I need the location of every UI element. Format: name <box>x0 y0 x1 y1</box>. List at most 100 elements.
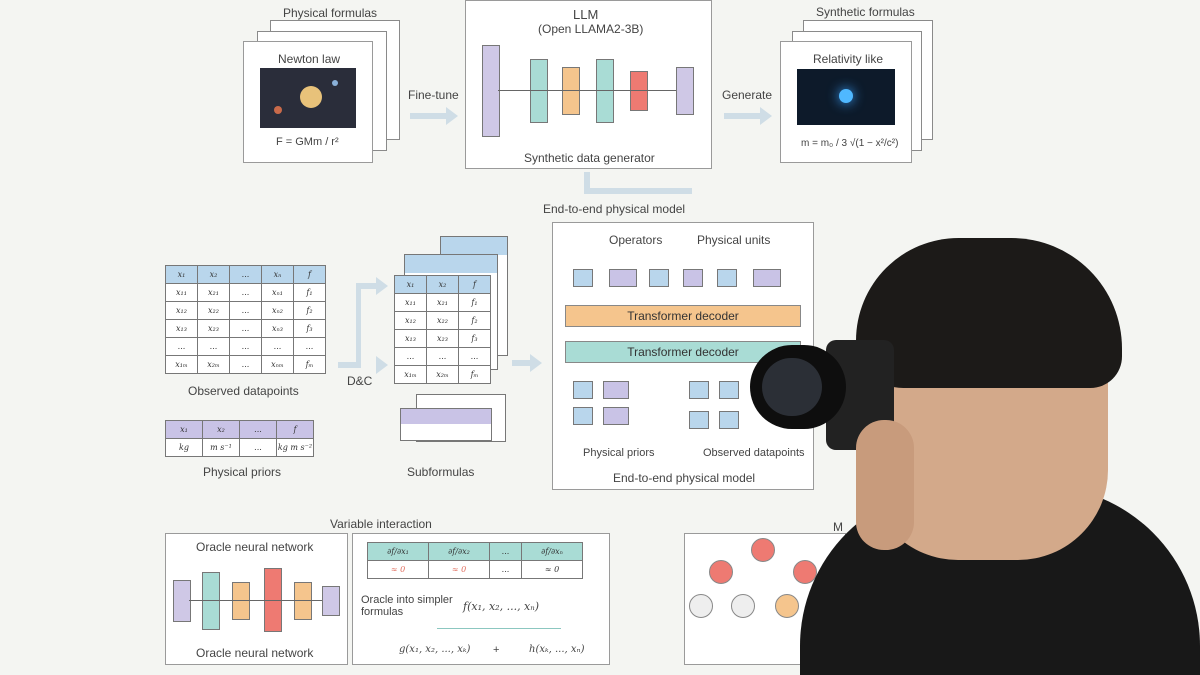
table-cell: x₁₁ <box>394 293 427 312</box>
tree-node-leaf <box>689 594 713 618</box>
solar-system-image <box>260 68 356 128</box>
table-cell: x₂₂ <box>426 311 459 330</box>
table-cell: x₂₃ <box>197 319 230 338</box>
token-box <box>609 269 637 287</box>
oracle-norm-block <box>232 582 250 620</box>
connector-vertical <box>584 172 590 194</box>
llm-flow-line <box>498 90 676 91</box>
mlp-block <box>596 59 614 123</box>
operators-label: Operators <box>609 233 663 247</box>
observed-datapoints-table: x₁ x₂ ... xₙ f x₁₁ x₂₁ ... xₙ₁ f₁ x₁₂ x₂… <box>165 265 326 374</box>
table-cell: ... <box>229 283 262 302</box>
physical-priors-table: x₁ x₂ ... f kg m s⁻¹ ... kg m s⁻² <box>165 420 314 457</box>
model-physical-priors-label: Physical priors <box>583 447 655 459</box>
dc-arrow-top <box>356 283 378 289</box>
datapoint-token <box>689 381 709 399</box>
table-cell: xₙ₁ <box>261 283 294 302</box>
output-block <box>630 71 648 111</box>
person-hand <box>856 420 914 550</box>
func-main: f(x₁, x₂, ..., xₙ) <box>463 600 540 613</box>
token-box <box>683 269 703 287</box>
generate-arrow <box>724 113 760 119</box>
dc-arrowhead-top <box>376 277 388 295</box>
oracle-network-caption: Oracle neural network <box>196 646 314 660</box>
table-cell: xₙ₂ <box>261 301 294 320</box>
token-box <box>649 269 669 287</box>
synthetic-formulas-label: Synthetic formulas <box>816 5 915 19</box>
table-cell: x₂ₘ <box>426 365 459 384</box>
oracle-decomposition-panel: ∂f/∂x₁ ∂f/∂x₂ ... ∂f/∂xₙ ≈ 0 ≈ 0 ... ≈ 0… <box>352 533 610 665</box>
table-cell: f₁ <box>458 293 491 312</box>
table-cell: x₁₂ <box>394 311 427 330</box>
token-box <box>717 269 737 287</box>
table-cell: ≈ 0 <box>521 560 583 579</box>
observed-header: x₁ <box>165 265 198 284</box>
subformula-header: f <box>458 275 491 294</box>
oracle-flow-line <box>189 600 322 601</box>
table-cell: fₘ <box>293 355 326 374</box>
subformula-stack-mid-header <box>404 254 498 275</box>
llm-panel: LLM (Open LLAMA2-3B) Synthetic data gene… <box>465 0 712 169</box>
observed-header: xₙ <box>261 265 294 284</box>
table-cell: ... <box>229 319 262 338</box>
oracle-input-block <box>173 580 191 622</box>
table-cell: x₁₃ <box>165 319 198 338</box>
partial-header: ∂f/∂x₁ <box>367 542 429 561</box>
end-to-end-model-title: End-to-end physical model <box>543 202 686 216</box>
tree-node-leaf <box>731 594 755 618</box>
table-cell: ... <box>394 347 427 366</box>
table-cell: ... <box>426 347 459 366</box>
table-row: x₁₂ x₂₂ ... xₙ₂ f₂ <box>165 301 326 320</box>
table-row: x₁₃ x₂₃ ... xₙ₃ f₃ <box>165 319 326 338</box>
variable-interaction-label: Variable interaction <box>330 517 432 531</box>
table-cell: x₂₃ <box>426 329 459 348</box>
observed-datapoints-caption: Observed datapoints <box>188 384 299 398</box>
table-row: ... ... ... ... ... <box>165 337 326 356</box>
table-cell: f₃ <box>458 329 491 348</box>
table-cell: kg m s⁻² <box>276 438 314 457</box>
oracle-network-panel: Oracle neural network Oracle neural netw… <box>165 533 348 665</box>
table-cell: f₃ <box>293 319 326 338</box>
camera-lens-glass <box>762 358 822 416</box>
oracle-hidden-block <box>202 572 220 630</box>
priors-header: f <box>276 420 314 439</box>
tree-node-leaf <box>775 594 799 618</box>
table-cell: ... <box>239 438 277 457</box>
llm-title: LLM <box>573 7 599 22</box>
table-cell: fₘ <box>458 365 491 384</box>
dc-arrowhead-mid <box>376 356 388 374</box>
table-cell: ... <box>293 337 326 356</box>
physical-priors-caption: Physical priors <box>203 465 282 479</box>
dc-branch <box>356 283 361 368</box>
newton-card-title: Newton law <box>278 52 341 66</box>
table-cell: x₁₃ <box>394 329 427 348</box>
token-box <box>753 269 781 287</box>
physical-formulas-label: Physical formulas <box>283 6 378 20</box>
table-cell: x₂₁ <box>426 293 459 312</box>
table-cell: m s⁻¹ <box>202 438 240 457</box>
partial-header: ∂f/∂xₙ <box>521 542 583 561</box>
func-plus: + <box>493 644 500 656</box>
dc-label: D&C <box>347 374 373 388</box>
func-right: h(xₖ, ..., xₙ) <box>529 644 585 655</box>
table-cell: ... <box>197 337 230 356</box>
token-box <box>573 269 593 287</box>
datapoint-token <box>719 411 739 429</box>
table-row: ≈ 0 ≈ 0 ... ≈ 0 <box>367 560 583 579</box>
priors-header: x₁ <box>165 420 203 439</box>
mcts-label: M <box>833 520 843 534</box>
partial-derivative-table: ∂f/∂x₁ ∂f/∂x₂ ... ∂f/∂xₙ ≈ 0 ≈ 0 ... ≈ 0 <box>367 542 583 579</box>
relativity-card: Relativity like m = m₀ / 3 √(1 − x²/c²) <box>780 41 912 163</box>
prior-token <box>573 407 593 425</box>
table-cell: ≈ 0 <box>428 560 490 579</box>
table-cell: ... <box>229 301 262 320</box>
prior-token <box>603 407 629 425</box>
table-cell: xₙₘ <box>261 355 294 374</box>
datapoint-token <box>719 381 739 399</box>
norm-block <box>562 67 580 115</box>
transformer-decoder-top: Transformer decoder <box>565 305 801 327</box>
table-cell: x₁₂ <box>165 301 198 320</box>
table-cell: x₁ₘ <box>165 355 198 374</box>
table-cell: ... <box>489 560 522 579</box>
